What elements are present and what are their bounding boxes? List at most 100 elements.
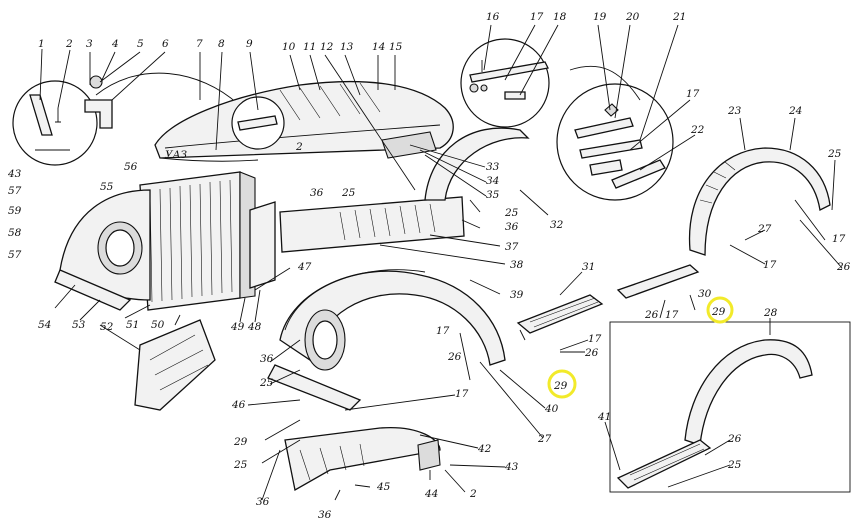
detail-circle-left — [12, 72, 239, 166]
callout-8: 8 — [218, 38, 225, 50]
front-fender-left — [54, 189, 151, 311]
callout-38: 38 — [510, 259, 524, 271]
callout-52: 52 — [100, 321, 114, 333]
callout-15: 15 — [389, 41, 403, 53]
callout-50: 50 — [151, 319, 165, 331]
callout-39: 39 — [510, 289, 524, 301]
callout-26d: 26 — [447, 351, 462, 363]
lower-inner-fender — [284, 426, 441, 492]
callout-35: 35 — [486, 189, 500, 201]
callout-20: 20 — [625, 11, 640, 23]
callout-29c: 29 — [233, 436, 248, 448]
callout-17f: 17 — [665, 309, 679, 321]
callout-9: 9 — [246, 38, 253, 50]
callout-labels: 1 2 3 4 5 6 7 8 9 10 11 12 13 14 15 16 1… — [7, 11, 851, 521]
callout-56: 56 — [124, 161, 138, 173]
callout-27b: 27 — [537, 433, 552, 445]
callout-29a: 29 — [711, 306, 726, 318]
highlight-rings — [547, 296, 734, 399]
callout-17c: 17 — [832, 233, 846, 245]
callout-21: 21 — [672, 11, 686, 23]
callout-2c: 2 — [469, 488, 477, 500]
callout-36a: 36 — [310, 187, 324, 199]
callout-28: 28 — [763, 307, 778, 319]
callout-29b: 29 — [553, 380, 568, 392]
detail-circle-right — [556, 65, 674, 201]
callout-25d: 25 — [259, 377, 274, 389]
callout-2b: 2 — [295, 141, 303, 153]
callout-40: 40 — [544, 403, 559, 415]
callout-43b: 43 — [504, 461, 519, 473]
callout-17a: 17 — [530, 11, 544, 23]
callout-25c: 25 — [504, 207, 519, 219]
callout-25f: 25 — [727, 459, 742, 471]
leader-lines — [39, 24, 843, 501]
callout-59: 59 — [8, 205, 22, 217]
hood-badge: УАЗ — [165, 149, 188, 161]
callout-51: 51 — [126, 319, 139, 331]
callout-54: 54 — [38, 319, 51, 331]
callout-25a: 25 — [827, 148, 842, 160]
callout-31: 31 — [582, 261, 595, 273]
highlight-ring-29b — [547, 369, 577, 399]
rear-fender-right — [688, 147, 831, 256]
callout-58: 58 — [8, 227, 22, 239]
callout-25e: 25 — [233, 459, 248, 471]
callout-3: 3 — [86, 38, 93, 50]
hood-assembly: УАЗ — [154, 80, 454, 162]
callout-1: 1 — [38, 38, 45, 50]
step-plates — [516, 264, 700, 334]
callout-49: 49 — [230, 321, 245, 333]
callout-16: 16 — [486, 11, 500, 23]
callout-36c: 36 — [260, 353, 274, 365]
callout-26e: 26 — [727, 433, 742, 445]
callout-7: 7 — [196, 38, 203, 50]
callout-12: 12 — [320, 41, 334, 53]
callout-44: 44 — [424, 488, 438, 500]
radiator-grille — [139, 171, 276, 311]
callout-36e: 36 — [318, 509, 332, 521]
callout-24: 24 — [788, 105, 802, 117]
callout-53: 53 — [72, 319, 86, 331]
callout-5: 5 — [137, 38, 144, 50]
highlight-ring-29a — [706, 296, 734, 324]
callout-13: 13 — [340, 41, 354, 53]
callout-46: 46 — [231, 399, 246, 411]
callout-37: 37 — [505, 241, 519, 253]
inner-panel-louvered — [279, 196, 465, 253]
callout-36b: 36 — [505, 221, 519, 233]
rear-arch — [424, 127, 530, 201]
callout-42: 42 — [477, 443, 492, 455]
callout-17g: 17 — [436, 325, 450, 337]
callout-45: 45 — [376, 481, 391, 493]
callout-57b: 57 — [8, 249, 22, 261]
front-fender-main — [267, 269, 506, 411]
callout-14: 14 — [372, 41, 385, 53]
callout-26a: 26 — [836, 261, 851, 273]
callout-43: 43 — [7, 168, 22, 180]
callout-32: 32 — [550, 219, 564, 231]
callout-22: 22 — [690, 124, 705, 136]
callout-47: 47 — [297, 261, 312, 273]
callout-4: 4 — [111, 38, 119, 50]
callout-34: 34 — [486, 175, 499, 187]
detail-circle-middle — [460, 38, 550, 128]
callout-25b: 25 — [341, 187, 356, 199]
callout-19: 19 — [593, 11, 607, 23]
callout-18: 18 — [553, 11, 567, 23]
callout-36d: 36 — [256, 496, 270, 508]
callout-23: 23 — [727, 105, 742, 117]
callout-57a: 57 — [8, 185, 22, 197]
callout-41: 41 — [597, 411, 611, 423]
callout-48: 48 — [247, 321, 262, 333]
callout-17d: 17 — [763, 259, 777, 271]
callout-2: 2 — [65, 38, 73, 50]
callout-27a: 27 — [757, 223, 772, 235]
callout-6: 6 — [162, 38, 169, 50]
callout-26c: 26 — [644, 309, 659, 321]
inset-box — [609, 321, 851, 493]
callout-11: 11 — [303, 41, 316, 53]
callout-30: 30 — [698, 288, 712, 300]
callout-55: 55 — [100, 181, 114, 193]
